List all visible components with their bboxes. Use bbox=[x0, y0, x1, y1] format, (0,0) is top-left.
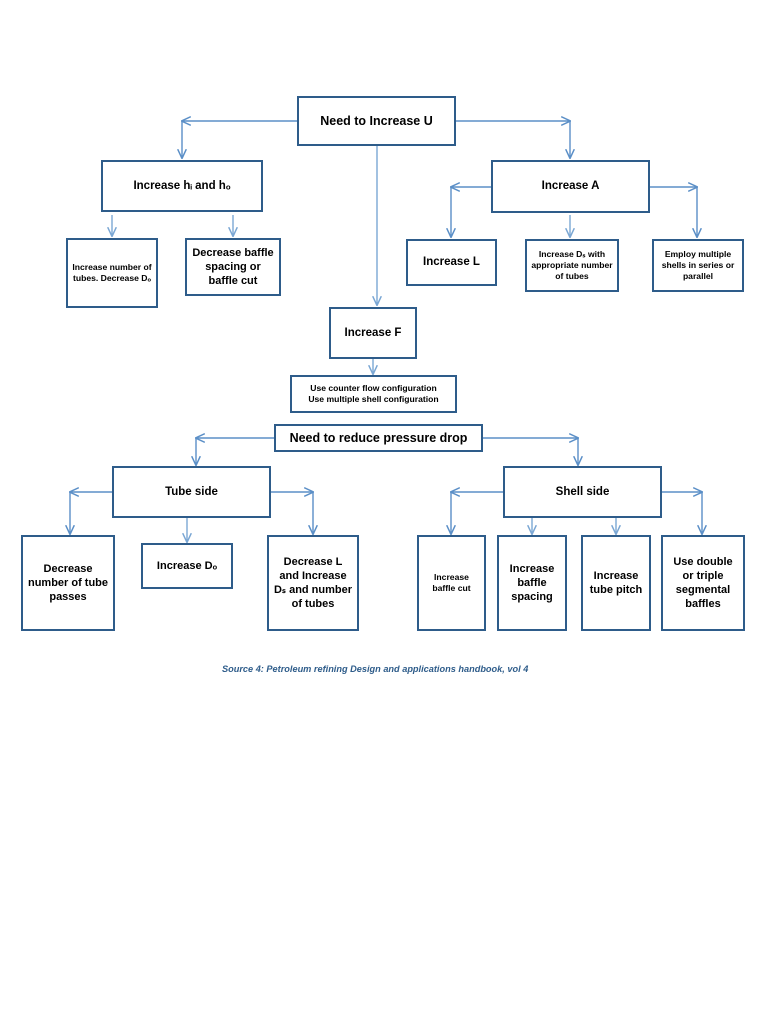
node-label: Increase baffle cut bbox=[432, 572, 471, 593]
node-increase-l[interactable]: Increase L bbox=[406, 239, 497, 286]
node-increase-baffle-cut[interactable]: Increase baffle cut bbox=[417, 535, 486, 631]
node-decrease-l-increase-ds[interactable]: Decrease L and Increase Dₛ and number of… bbox=[267, 535, 359, 631]
node-label: Increase F bbox=[344, 326, 402, 339]
node-label: Increase number of tubes. Decrease Dₒ bbox=[72, 262, 152, 283]
node-label: Increase A bbox=[541, 180, 600, 193]
node-label: Employ multiple shells in series or para… bbox=[661, 249, 735, 281]
node-increase-ds[interactable]: Increase Dₛ with appropriate number of t… bbox=[525, 239, 619, 292]
node-flow-configuration[interactable]: Use counter flow configuration Use multi… bbox=[290, 375, 457, 413]
node-increase-f[interactable]: Increase F bbox=[329, 307, 417, 359]
node-label: Tube side bbox=[165, 485, 218, 498]
node-label-line-1: Use counter flow configuration bbox=[310, 383, 437, 393]
node-label: Shell side bbox=[555, 485, 610, 498]
node-label: Need to reduce pressure drop bbox=[289, 431, 468, 445]
node-label: Increase hᵢ and hₒ bbox=[133, 179, 231, 192]
node-label: Increase L bbox=[423, 256, 480, 269]
node-label: Need to Increase U bbox=[320, 114, 433, 128]
node-shell-side[interactable]: Shell side bbox=[503, 466, 662, 518]
node-increase-baffle-spacing[interactable]: Increase baffle spacing bbox=[497, 535, 567, 631]
node-label: Use double or triple segmental baffles bbox=[673, 555, 733, 611]
node-label: Increase Dₒ bbox=[156, 559, 218, 572]
node-label-line-2: Use multiple shell configuration bbox=[308, 394, 439, 404]
node-label: Decrease L and Increase Dₛ and number of… bbox=[273, 555, 353, 611]
node-label: Decrease baffle spacing or baffle cut bbox=[192, 246, 274, 288]
node-need-to-increase-u[interactable]: Need to Increase U bbox=[297, 96, 456, 146]
node-segmental-baffles[interactable]: Use double or triple segmental baffles bbox=[661, 535, 745, 631]
source-caption: Source 4: Petroleum refining Design and … bbox=[222, 664, 528, 674]
node-tube-side[interactable]: Tube side bbox=[112, 466, 271, 518]
node-label: Increase baffle spacing bbox=[509, 562, 555, 604]
node-increase-tube-pitch[interactable]: Increase tube pitch bbox=[581, 535, 651, 631]
node-employ-multiple-shells[interactable]: Employ multiple shells in series or para… bbox=[652, 239, 744, 292]
node-increase-a[interactable]: Increase A bbox=[491, 160, 650, 213]
node-label: Increase Dₛ with appropriate number of t… bbox=[531, 249, 613, 281]
node-decrease-baffle-spacing[interactable]: Decrease baffle spacing or baffle cut bbox=[185, 238, 281, 296]
node-increase-do[interactable]: Increase Dₒ bbox=[141, 543, 233, 589]
node-decrease-tube-passes[interactable]: Decrease number of tube passes bbox=[21, 535, 115, 631]
node-increase-number-of-tubes[interactable]: Increase number of tubes. Decrease Dₒ bbox=[66, 238, 158, 308]
node-label: Increase tube pitch bbox=[589, 569, 643, 596]
source-caption-text: Source 4: Petroleum refining Design and … bbox=[222, 664, 529, 674]
node-label: Decrease number of tube passes bbox=[27, 562, 109, 604]
node-increase-hi-ho[interactable]: Increase hᵢ and hₒ bbox=[101, 160, 263, 212]
node-need-to-reduce-pressure-drop[interactable]: Need to reduce pressure drop bbox=[274, 424, 483, 452]
